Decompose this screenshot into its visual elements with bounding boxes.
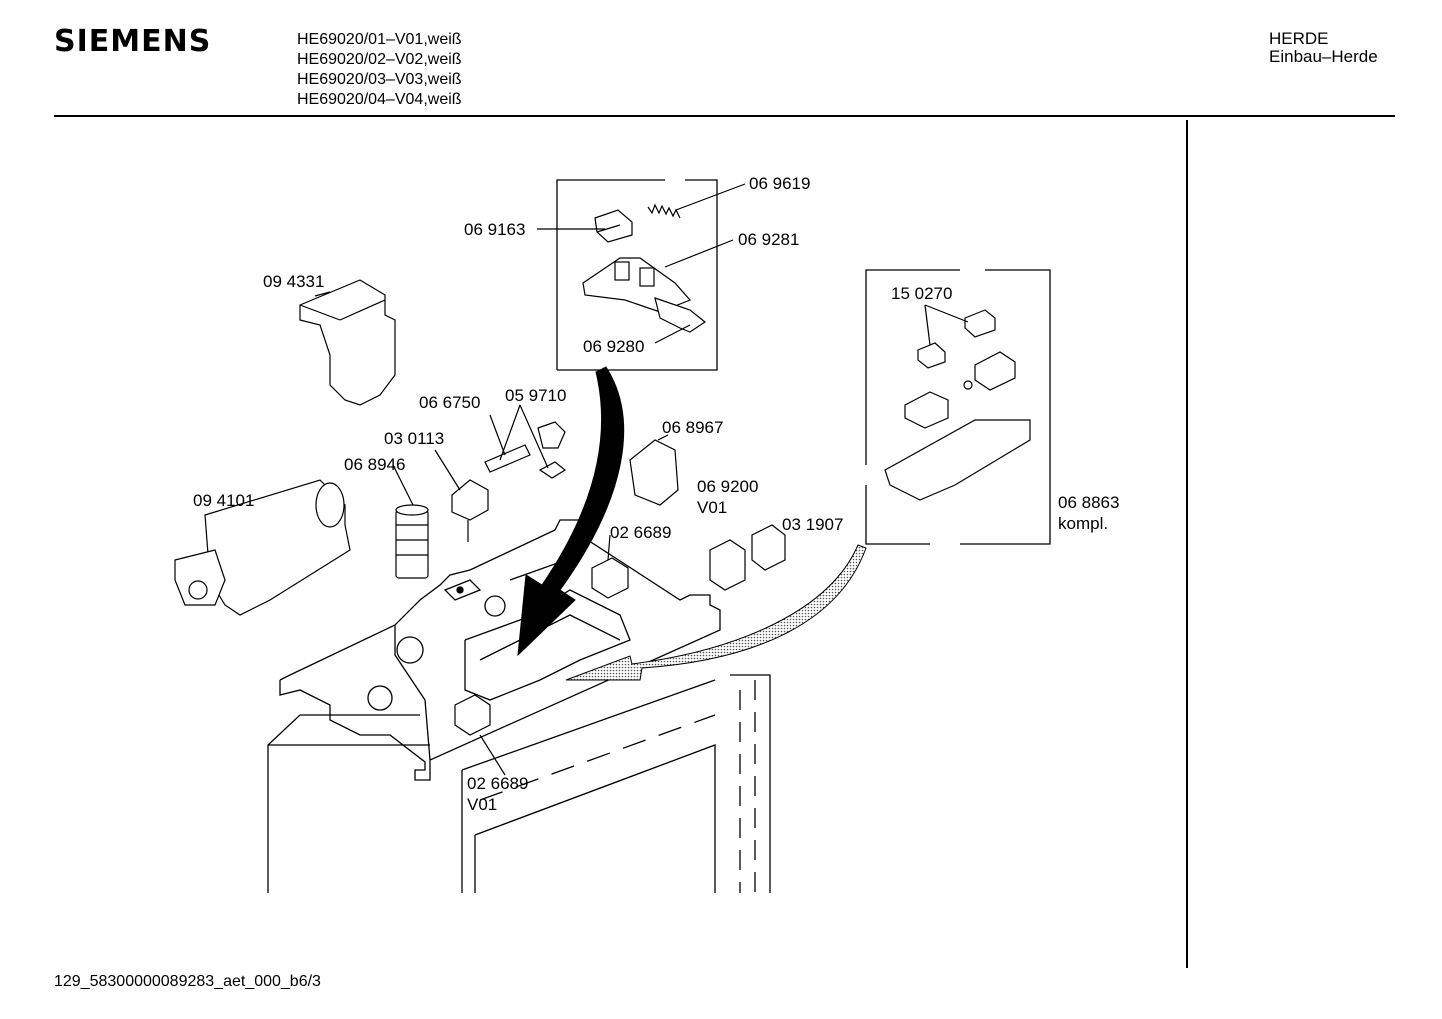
switch-bracket-part — [582, 239, 734, 344]
label-031907: 03 1907 — [782, 515, 843, 534]
label-030113: 03 0113 — [384, 429, 444, 448]
label-026689-top: 02 6689 — [610, 523, 671, 542]
relay-parts — [709, 524, 786, 591]
label-068863-kompl: kompl. — [1058, 514, 1108, 533]
terminal-block-parts — [454, 534, 629, 776]
lock-assembly-frame — [865, 269, 1051, 545]
label-094101: 09 4101 — [193, 491, 254, 510]
switch-assembly-frame — [556, 179, 718, 371]
micro-switch-part — [537, 209, 633, 243]
label-066750: 06 6750 — [419, 393, 480, 412]
footer-code: 129_58300000089283_aet_000_b6/3 — [54, 973, 321, 990]
category-block: HERDE Einbau–Herde — [1269, 30, 1378, 66]
timer-motor-part — [629, 434, 679, 506]
thermal-fuse-part — [484, 414, 531, 473]
label-068863: 06 8863 — [1058, 493, 1119, 512]
category: HERDE — [1269, 29, 1329, 48]
mounting-plate — [279, 519, 721, 781]
label-150270: 15 0270 — [891, 284, 952, 303]
label-069200-variant: V01 — [697, 498, 727, 517]
lock-assembly-parts — [884, 304, 1031, 501]
oven-body — [267, 674, 771, 893]
thermostat-part — [434, 449, 489, 542]
capacitor-part — [392, 464, 429, 579]
sensor-part — [499, 404, 567, 479]
label-068946: 06 8946 — [344, 455, 405, 474]
label-069281: 06 9281 — [738, 230, 799, 249]
model-line: HE69020/04–V04,weiß — [297, 91, 462, 108]
spring-part — [647, 183, 746, 219]
model-line: HE69020/01–V01,weiß — [297, 31, 462, 48]
model-line: HE69020/02–V02,weiß — [297, 51, 462, 68]
cover-part — [299, 279, 396, 406]
label-069200: 06 9200 — [697, 477, 758, 496]
label-069280: 06 9280 — [583, 337, 644, 356]
label-094331: 09 4331 — [263, 272, 324, 291]
black-assembly-arrow — [517, 366, 625, 657]
subcategory: Einbau–Herde — [1269, 47, 1378, 66]
label-026689-bottom-variant: V01 — [467, 795, 497, 814]
siemens-logo: SIEMENS — [54, 24, 212, 59]
model-list: HE69020/01–V01,weiß HE69020/02–V02,weiß … — [297, 30, 462, 110]
dotted-assembly-arrow — [565, 544, 867, 681]
label-068967: 06 8967 — [662, 418, 723, 437]
label-059710: 05 9710 — [505, 386, 566, 405]
label-069619: 06 9619 — [749, 174, 810, 193]
label-069163: 06 9163 — [464, 220, 525, 239]
label-026689-bottom: 02 6689 — [467, 774, 528, 793]
model-line: HE69020/03–V03,weiß — [297, 71, 462, 88]
fan-motor-part — [174, 479, 351, 616]
